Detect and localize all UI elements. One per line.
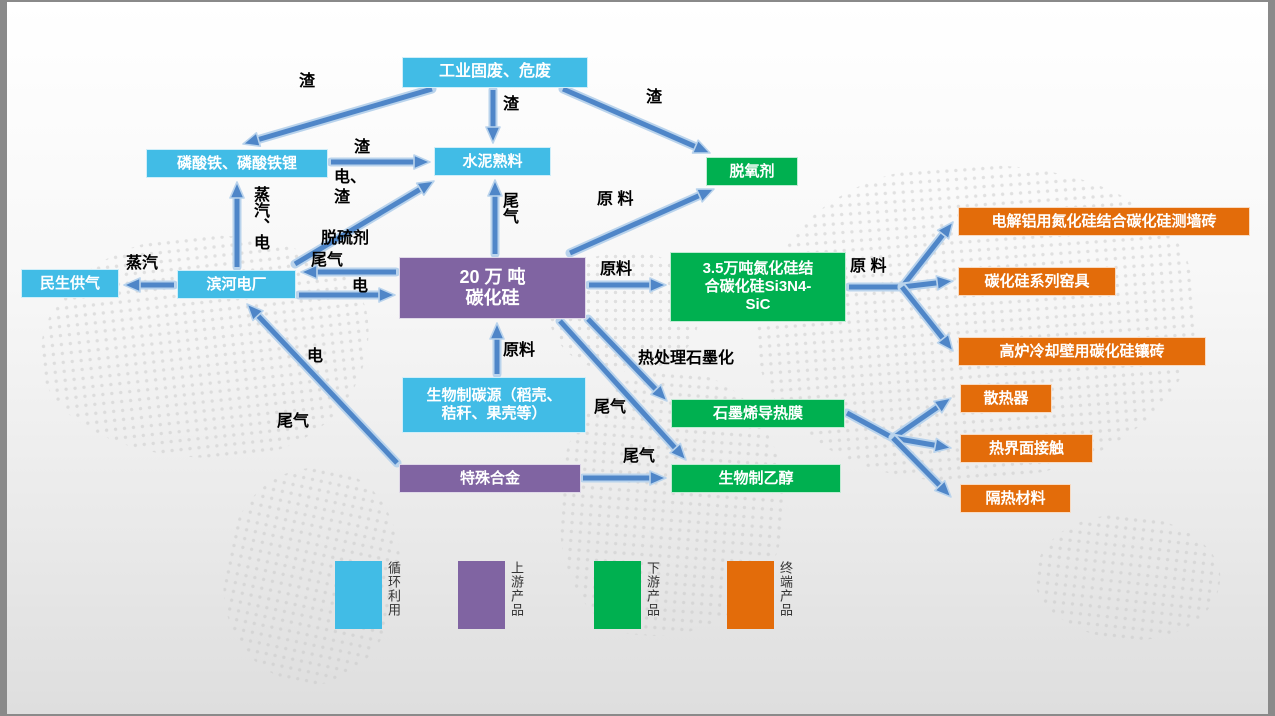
arrow-label: 电: [307, 348, 324, 365]
legend-label: 终端产品: [778, 561, 793, 617]
node-insulation-material: 隔热材料: [960, 484, 1071, 513]
legend-swatch-purple: [458, 561, 505, 629]
node-graphene-film: 石墨烯导热膜: [671, 399, 845, 428]
arrow-label: 尾气: [623, 448, 656, 465]
node-radiator: 散热器: [960, 384, 1052, 413]
legend-label: 循环利用: [386, 561, 401, 617]
arrow-label: 渣: [354, 139, 371, 156]
node-binhe-power-plant: 滨河电厂: [177, 270, 296, 299]
arrow-label: 蒸汽: [126, 255, 159, 272]
arrow-label: 电: [352, 278, 369, 295]
node-blast-furnace-brick: 高炉冷却壁用碳化硅镶砖: [958, 337, 1206, 366]
arrow-label: 原料: [503, 342, 536, 359]
legend-swatch-green: [594, 561, 641, 629]
arrow-label: 脱硫剂: [321, 230, 370, 247]
node-civil-gas: 民生供气: [21, 269, 119, 298]
legend-label: 下游产品: [645, 561, 660, 617]
arrow-label: 尾气: [311, 252, 344, 269]
legend-item-purple: 上游产品: [458, 561, 524, 629]
arrow-label: 原 料: [850, 258, 887, 275]
node-deoxidizer: 脱氧剂: [706, 157, 798, 186]
legend-item-blue: 循环利用: [335, 561, 401, 629]
arrow-label: 热处理石墨化: [638, 350, 735, 367]
legend-item-orange: 终端产品: [727, 561, 793, 629]
arrow-label: 渣: [299, 73, 316, 90]
arrow-label: 电、 渣: [334, 169, 367, 206]
legend-swatch-blue: [335, 561, 382, 629]
node-bio-carbon-source: 生物制碳源（稻壳、 秸秆、果壳等）: [402, 377, 586, 433]
node-special-alloy: 特殊合金: [399, 464, 581, 493]
node-si3n4-sic: 3.5万吨氮化硅结 合碳化硅Si3N4- SiC: [670, 252, 846, 322]
node-thermal-interface: 热界面接触: [960, 434, 1093, 463]
arrow-label: 渣: [503, 96, 520, 113]
node-sic-200k: 20 万 吨 碳化硅: [399, 257, 586, 319]
arrow-label: 原料: [600, 261, 633, 278]
node-industrial-waste: 工业固废、危废: [402, 57, 588, 88]
map-blob: [1028, 505, 1227, 650]
arrow-label: 尾气: [277, 413, 310, 430]
arrow-label: 蒸汽、电: [251, 186, 268, 250]
legend-swatch-orange: [727, 561, 774, 629]
arrow-label: 渣: [646, 89, 663, 106]
legend-label: 上游产品: [509, 561, 524, 617]
node-iron-phosphate: 磷酸铁、磷酸铁锂: [146, 149, 328, 178]
node-electrolytic-al-brick: 电解铝用氮化硅结合碳化硅测墙砖: [958, 207, 1250, 236]
arrow-label: 尾气: [594, 399, 627, 416]
arrow-label: 原 料: [597, 191, 634, 208]
node-cement-clinker: 水泥熟料: [434, 147, 551, 176]
node-sic-kiln-furniture: 碳化硅系列窑具: [958, 267, 1116, 296]
legend-item-green: 下游产品: [594, 561, 660, 629]
arrow-label: 尾气: [500, 192, 517, 224]
node-bio-ethanol: 生物制乙醇: [671, 464, 841, 493]
